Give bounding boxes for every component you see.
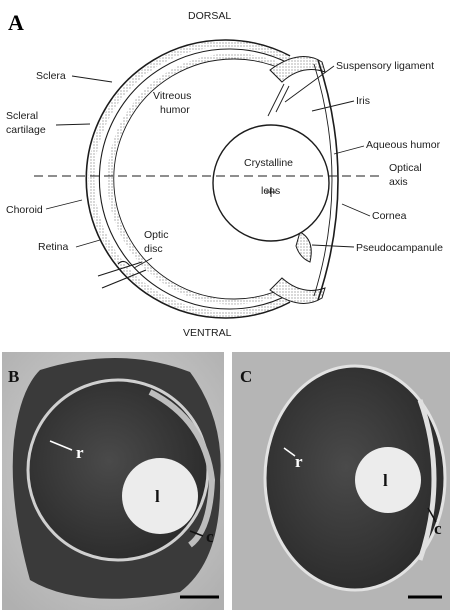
leader-lines bbox=[45, 65, 371, 269]
label-lens-1: Crystalline bbox=[244, 157, 293, 169]
panel-b-lens bbox=[122, 458, 198, 534]
label-iris: Iris bbox=[356, 95, 370, 107]
optic-nerve bbox=[97, 261, 147, 289]
panel-b-cornea-label: c bbox=[206, 527, 214, 546]
sclera-outline bbox=[85, 39, 291, 319]
panel-a-diagram: A DORSAL VENTRAL Sclera Scleral cartilag… bbox=[6, 10, 443, 339]
suspensory-ligament bbox=[267, 83, 290, 117]
label-cornea: Cornea bbox=[372, 210, 407, 222]
label-optical-axis-2: axis bbox=[389, 176, 408, 188]
ventral-label: VENTRAL bbox=[183, 327, 232, 339]
panel-c-lens bbox=[355, 447, 421, 513]
panel-c-lens-label: l bbox=[383, 471, 388, 490]
label-aqueous-humor: Aqueous humor bbox=[366, 139, 441, 151]
cornea-inner bbox=[313, 63, 333, 297]
panel-b-photo: B r l c bbox=[2, 352, 224, 610]
label-pseudocampanule: Pseudocampanule bbox=[356, 242, 443, 254]
panel-c-cornea-edge bbox=[417, 399, 437, 561]
panel-c-retina-pointer bbox=[283, 447, 296, 457]
panel-b-lens-label: l bbox=[155, 487, 160, 506]
panel-b-cornea-pointer bbox=[189, 530, 204, 537]
label-suspensory-ligament: Suspensory ligament bbox=[336, 60, 434, 72]
dorsal-label: DORSAL bbox=[188, 10, 231, 22]
retina-layer bbox=[107, 53, 292, 305]
pseudocampanule bbox=[295, 231, 312, 263]
panel-b-retina-pointer bbox=[49, 440, 73, 451]
optic-disc bbox=[117, 260, 131, 267]
panel-b-cornea-flap bbox=[148, 389, 216, 548]
label-vitreous-2: humor bbox=[160, 104, 190, 116]
label-lens-2: lens bbox=[261, 185, 280, 197]
crystalline-lens bbox=[212, 124, 330, 242]
label-optic-disc-1: Optic bbox=[144, 229, 169, 241]
panel-c-cornea-pointer bbox=[427, 507, 437, 523]
panel-c-letter: C bbox=[240, 367, 252, 386]
label-optical-axis-1: Optical bbox=[389, 162, 422, 174]
label-vitreous-1: Vitreous bbox=[153, 90, 191, 102]
label-choroid: Choroid bbox=[6, 204, 43, 216]
cornea-outline bbox=[317, 59, 339, 301]
label-optic-disc-2: disc bbox=[144, 243, 163, 255]
label-sclera: Sclera bbox=[36, 70, 66, 82]
panel-c-photo: C r l c bbox=[232, 352, 450, 610]
panel-b-letter: B bbox=[8, 367, 19, 386]
panel-c-eyeball bbox=[263, 364, 447, 592]
iris-bottom bbox=[269, 277, 326, 304]
label-scleral-cartilage-2: cartilage bbox=[6, 124, 46, 136]
label-scleral-cartilage-1: Scleral bbox=[6, 110, 38, 122]
iris-top bbox=[269, 56, 326, 83]
choroid-outline bbox=[98, 48, 291, 310]
retina-inner-outline bbox=[113, 58, 291, 300]
panel-c-cornea-label: c bbox=[434, 519, 442, 538]
panel-a-letter: A bbox=[8, 10, 24, 35]
lens-center-mark bbox=[266, 187, 276, 197]
panel-b-retina-label: r bbox=[76, 443, 84, 462]
scleral-cartilage-layer bbox=[88, 41, 292, 317]
label-retina: Retina bbox=[38, 241, 69, 253]
panel-c-retina-label: r bbox=[295, 452, 303, 471]
